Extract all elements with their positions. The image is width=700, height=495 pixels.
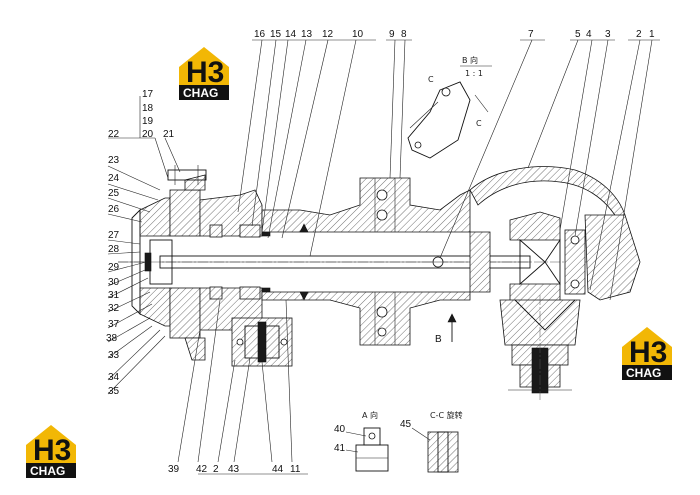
- callout-labels-top: 16 15 14 13 12 10 9 8 7 5 4 3 2 1: [254, 29, 655, 40]
- callout-27: 27: [108, 230, 120, 241]
- callout-32: 32: [108, 303, 120, 314]
- callout-41: 41: [334, 443, 346, 454]
- brand-logo-top: H3 CHAG: [175, 45, 233, 103]
- callout-39: 39: [168, 464, 180, 475]
- callout-30: 30: [108, 277, 120, 288]
- callout-43: 43: [228, 464, 240, 475]
- callout-labels-detail: 40 41 45: [334, 419, 412, 454]
- callout-14: 14: [285, 29, 297, 40]
- callout-31: 31: [108, 290, 120, 301]
- axle-main-view: [118, 165, 641, 400]
- callout-40: 40: [334, 424, 346, 435]
- callout-1: 1: [649, 29, 655, 40]
- callout-45: 45: [400, 419, 412, 430]
- view-b-scale: 1 : 1: [465, 69, 483, 78]
- callout-42: 42: [196, 464, 208, 475]
- callout-19: 19: [142, 116, 154, 127]
- callout-25: 25: [108, 188, 120, 199]
- view-b-title: B 向: [462, 55, 478, 65]
- callout-11: 11: [290, 464, 301, 475]
- callout-20: 20: [142, 129, 154, 140]
- callout-labels-bottom: 39 42 2 43 44 11: [168, 464, 301, 475]
- logo-word-text: CHAG: [183, 86, 218, 100]
- half-shaft: [159, 255, 531, 269]
- section-c-detail: C-C 旋转: [427, 410, 463, 473]
- callout-7: 7: [528, 29, 534, 40]
- view-a-title: A 向: [362, 410, 378, 420]
- wheel-hub: [118, 165, 207, 361]
- callout-26: 26: [108, 204, 120, 215]
- logo-mark-text: H3: [629, 336, 667, 369]
- callout-10: 10: [352, 29, 364, 40]
- leader-lines: [107, 39, 660, 475]
- callout-3: 3: [605, 29, 611, 40]
- callout-2: 2: [636, 29, 642, 40]
- callout-13: 13: [301, 29, 313, 40]
- callout-9: 9: [389, 29, 395, 40]
- brake-caliper: [231, 317, 293, 367]
- callout-38: 38: [106, 333, 118, 344]
- view-a-detail: A 向: [355, 410, 389, 472]
- callout-33: 33: [108, 350, 120, 361]
- pinion-assembly: [499, 295, 581, 400]
- logo-mark-text: H3: [186, 56, 224, 89]
- differential-housing: [469, 166, 641, 313]
- logo-word-text: CHAG: [626, 366, 661, 380]
- callout-34: 34: [108, 372, 120, 383]
- logo-word-text: CHAG: [30, 464, 65, 478]
- callout-44: 44: [272, 464, 284, 475]
- callout-28: 28: [108, 244, 120, 255]
- section-mark-c-bottom: C: [476, 119, 482, 128]
- brake-assembly: [199, 189, 271, 331]
- arrow-b-label: B: [435, 334, 442, 345]
- section-mark-c-top: C: [428, 75, 434, 84]
- callout-12: 12: [322, 29, 334, 40]
- callout-4: 4: [586, 29, 592, 40]
- callout-17: 17: [142, 89, 154, 100]
- callout-15: 15: [270, 29, 282, 40]
- callout-21: 21: [163, 129, 175, 140]
- logo-mark-text: H3: [33, 434, 71, 467]
- callout-35: 35: [108, 386, 120, 397]
- callout-22: 22: [108, 129, 120, 140]
- callout-5: 5: [575, 29, 581, 40]
- section-c-title: C-C 旋转: [430, 410, 463, 420]
- callout-24: 24: [108, 173, 120, 184]
- brand-logo-right: H3 CHAG: [618, 325, 676, 383]
- callout-37: 37: [108, 319, 120, 330]
- callout-16: 16: [254, 29, 266, 40]
- callout-2-bottom: 2: [213, 464, 219, 475]
- axle-housing: [261, 177, 471, 346]
- callout-29: 29: [108, 262, 120, 273]
- view-arrow-b: B: [435, 313, 457, 345]
- view-b-detail: B 向 1 : 1 C C: [407, 55, 492, 159]
- callout-8: 8: [401, 29, 407, 40]
- callout-18: 18: [142, 103, 154, 114]
- callout-23: 23: [108, 155, 120, 166]
- callout-labels-left: 17 18 19 20 21 22 23 24 25 26 27 28 29 3…: [106, 89, 175, 397]
- brand-logo-bottom: H3 CHAG: [22, 423, 80, 481]
